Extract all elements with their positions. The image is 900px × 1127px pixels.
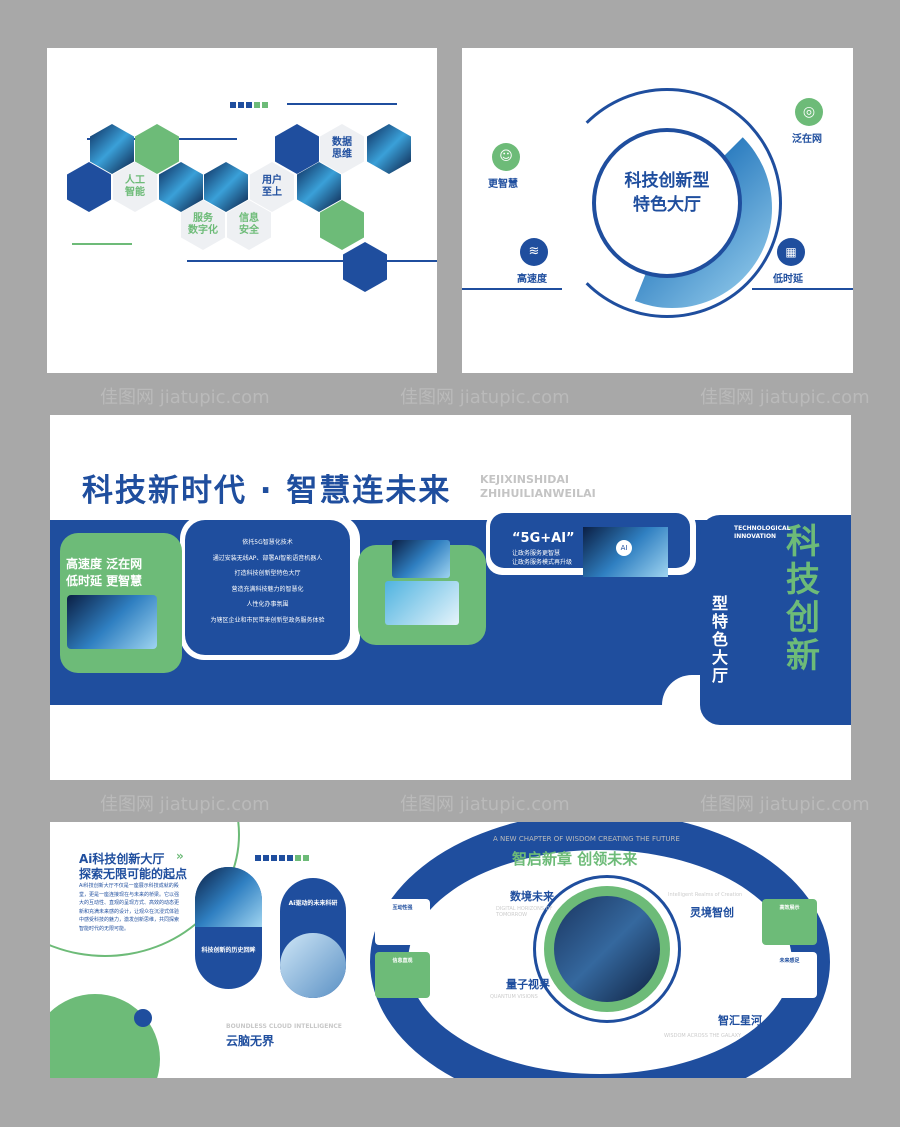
slogan-line: 低时延 更智慧 — [66, 574, 143, 588]
robot-icon: ☺ — [492, 143, 520, 171]
pinyin-line: ZHIHUILIANWEILAI — [480, 487, 596, 500]
info-box: 信息直观 — [375, 952, 430, 998]
watermark: 佳图网 jiatupic.com — [400, 794, 570, 815]
city-globe-image — [67, 595, 157, 649]
center-subtitle: 特色大厅 — [633, 195, 701, 215]
item-en: QUANTUM VISIONS — [490, 994, 538, 1000]
hex-data: 数据 思维 — [320, 124, 364, 174]
slogan-line: 高速度 泛在网 — [66, 557, 143, 571]
exhibit-panel: Ai科技创新大厅 » 探索无限可能的起点 Ai科技创新大厅不仅是一座展示科技成就… — [50, 822, 851, 1078]
info-box: 未来感足 — [762, 952, 817, 998]
intro-paragraph: Ai科技创新大厅不仅是一座展示科技成就的殿堂，更是一座连接现在与未来的桥梁。它以… — [79, 883, 180, 932]
ring-panel: 科技创新型 特色大厅 ☺ 更智慧 ◎ 泛在网 ≋ 高速度 ▦ 低时延 — [462, 48, 853, 373]
hexagon-panel: 人工 智能 用户 至上 数据 思维 服务 数字化 信息 安全 — [47, 48, 437, 373]
hex-user: 用户 至上 — [250, 162, 294, 212]
center-title: 科技创新型 — [624, 171, 710, 191]
watermark: 佳图网 jiatupic.com — [400, 387, 570, 408]
watermark: 佳图网 jiatupic.com — [700, 387, 870, 408]
item-en: DIGITAL HORIZONS OF TOMORROW — [496, 906, 553, 918]
pinyin-line: KEJIXINSHIDAI — [480, 473, 569, 486]
watermark: 佳图网 jiatupic.com — [100, 794, 270, 815]
item-cn: 智汇星河 — [718, 1014, 762, 1027]
globe-icon: ◎ — [795, 98, 823, 126]
watermark: 佳图网 jiatupic.com — [100, 387, 270, 408]
card-title: 科技创新的历史回眸 — [201, 947, 256, 954]
item-en: Intelligent Realms of Creation — [668, 892, 743, 898]
en-label: INNOVATION — [734, 533, 777, 540]
feature-label: 更智慧 — [488, 179, 518, 190]
subheading: 探索无限可能的起点 — [79, 867, 188, 881]
calendar-icon: ▦ — [777, 238, 805, 266]
item-en: WISDOM ACROSS THE GALAXY — [664, 1033, 742, 1039]
item-cn: 数境未来 — [510, 890, 554, 903]
banner-title: 科技新时代 · 智慧连未来 — [82, 473, 452, 509]
5g-ai-heading: “5G+AI” — [512, 531, 575, 546]
info-box: 高效展示 — [762, 899, 817, 945]
ring-cn: 智启新章 创领未来 — [512, 850, 638, 868]
wifi-icon: ≋ — [520, 238, 548, 266]
item-cn: 量子视界 — [506, 978, 550, 991]
hands-tech-image — [544, 886, 670, 1012]
vertical-white-title: 型特色大厅 — [712, 594, 729, 685]
banner-panel: 科技新时代 · 智慧连未来 KEJIXINSHIDAI ZHIHUILIANWE… — [50, 415, 851, 780]
feature-label: 泛在网 — [792, 134, 822, 145]
info-box: 互动性强 — [375, 899, 430, 945]
feature-label: 低时延 — [773, 274, 803, 285]
5g-ai-line: 让政务服务更智慧 — [512, 550, 561, 557]
en-label: TECHNOLOGICAL — [734, 525, 791, 532]
card-title: Ai驱动的未来科研 — [288, 900, 338, 907]
feature-label: 高速度 — [517, 274, 547, 285]
cloud-cn: 云脑无界 — [226, 1034, 275, 1048]
ai-badge: AI — [616, 540, 632, 556]
heading: Ai科技创新大厅 — [79, 852, 165, 866]
cloud-en: BOUNDLESS CLOUD INTELLIGENCE — [226, 1023, 342, 1030]
5g-ai-line: 让政务服务模式再升级 — [512, 559, 573, 566]
ring-en: A NEW CHAPTER OF WISDOM CREATING THE FUT… — [493, 835, 680, 843]
body-text: 依托5G智慧化技术通过安装无线AP、部署AI智能语音机器人打造科技创新型特色大厅… — [210, 539, 325, 624]
item-cn: 灵境智创 — [690, 906, 734, 919]
double-chevron-icon: » — [176, 849, 184, 863]
vertical-green-title: 科技创新 — [786, 522, 820, 676]
watermark: 佳图网 jiatupic.com — [700, 794, 870, 815]
